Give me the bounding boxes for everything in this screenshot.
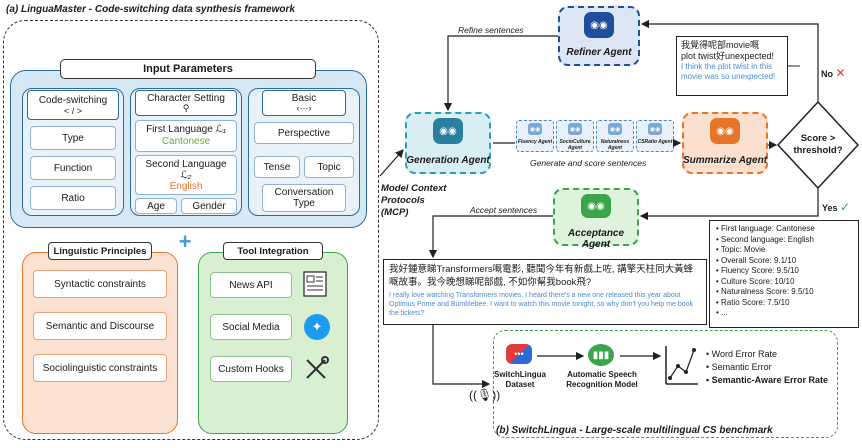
framework-title: (a) LinguaMaster - Code-switching data s… <box>6 4 295 15</box>
edge-label-no: No ✕ <box>821 66 846 80</box>
metric-item: • Semantic-Aware Error Rate <box>706 375 829 385</box>
principle-semantic: Semantic and Discourse <box>33 312 167 340</box>
tool-social-media: Social Media <box>210 314 292 340</box>
param-gender: Gender <box>181 198 237 214</box>
score-item: • Topic: Movie <box>716 245 766 254</box>
metric-item: • Word Error Rate <box>706 349 778 359</box>
dataset-chat-icon: ••• <box>506 344 532 364</box>
principle-sociolinguistic: Sociolinguistic constraints <box>33 354 167 382</box>
first-language-label: First Language <box>146 124 213 135</box>
score-summary-box: • First language: Cantonese • Second lan… <box>709 220 859 328</box>
code-switching-title: Code-switching <box>38 94 108 106</box>
ellipsis-icon: ‹···› <box>296 103 312 113</box>
first-language-value: Cantonese <box>161 136 211 147</box>
metrics-list: • Word Error Rate • Semantic Error • Sem… <box>706 348 828 387</box>
basic-header: Basic ‹···› <box>262 90 346 116</box>
first-language-card: First Language ℒ₁ Cantonese <box>135 120 237 152</box>
framework-panel <box>3 20 379 440</box>
second-language-card: Second Language ℒ₂ English <box>135 155 237 195</box>
metric-item: • Semantic Error <box>706 362 772 372</box>
robot-icon: ◉◉ <box>710 118 740 144</box>
cross-icon: ✕ <box>835 66 846 80</box>
benchmark-title: (b) SwitchLingua - Large-scale multiling… <box>496 425 773 436</box>
main-example-en: I really love watching Transformers movi… <box>389 292 694 317</box>
param-tense: Tense <box>254 156 300 178</box>
score-item: • ... <box>716 308 728 317</box>
code-icon: < / > <box>63 105 82 116</box>
code-switching-header: Code-switching < / > <box>27 90 119 120</box>
dataset-label: SwitchLingua Dataset <box>494 370 546 389</box>
score-item: • Culture Score: 10/10 <box>716 276 795 286</box>
tool-custom-hooks: Custom Hooks <box>210 356 292 382</box>
robot-icon: ◉◉ <box>581 194 611 218</box>
mcp-label: Model Context Protocols (MCP) <box>381 183 447 218</box>
param-function: Function <box>30 156 116 180</box>
basic-title: Basic <box>291 93 317 104</box>
param-age: Age <box>135 198 177 214</box>
main-example-zh: 我好鍾意睇Transformers嘅電影, 聽聞今年有新戲上咗, 講擎天柱同大黃… <box>389 264 694 288</box>
refine-example-zh-1: 我覺得呢部movie嘅 <box>681 40 760 50</box>
param-conversation-type: Conversation Type <box>262 184 346 212</box>
twitter-icon: ✦ <box>304 314 330 340</box>
second-language-symbol: ℒ₂ <box>180 169 192 181</box>
score-item: • Second language: English <box>716 234 814 244</box>
param-ratio: Ratio <box>30 186 116 210</box>
main-example-box: 我好鍾意睇Transformers嘅電影, 聽聞今年有新戲上咗, 講擎天柱同大黃… <box>383 259 707 325</box>
robot-icon: ◉◉ <box>608 123 622 135</box>
second-language-label: Second Language <box>145 158 227 170</box>
robot-icon: ◉◉ <box>584 12 614 38</box>
check-icon: ✓ <box>840 200 851 214</box>
refine-example-zh-2: plot twist好unexpected! <box>681 51 775 61</box>
score-item: • Fluency Score: 9.5/10 <box>716 266 799 275</box>
principle-syntactic: Syntactic constraints <box>33 270 167 298</box>
edge-label-yes: Yes ✓ <box>822 200 851 214</box>
acceptance-agent-label: Acceptance Agent <box>567 228 625 250</box>
param-type: Type <box>30 126 116 150</box>
second-language-value: English <box>169 180 203 192</box>
tool-integration-title: Tool Integration <box>223 242 323 260</box>
person-icon: ⚲ <box>182 103 190 113</box>
robot-icon: ◉◉ <box>648 123 662 135</box>
score-item: • Naturalness Score: 9.5/10 <box>716 287 814 296</box>
speaker-icon: ((🎙)) <box>469 388 501 402</box>
edge-label-accept: Accept sentences <box>470 205 538 215</box>
robot-icon: ◉◉ <box>528 123 542 135</box>
generation-agent-label: Generation Agent <box>406 155 490 166</box>
asr-model-label: Automatic Speech Recognition Model <box>566 370 638 389</box>
character-setting-header: Character Setting ⚲ <box>135 90 237 116</box>
asr-model-icon: ▮▮▮ <box>588 344 614 366</box>
score-item: • First language: Cantonese <box>716 224 815 233</box>
score-item: • Ratio Score: 7.5/10 <box>716 297 790 307</box>
input-parameters-title: Input Parameters <box>60 59 316 79</box>
refine-example-box: 我覺得呢部movie嘅 plot twist好unexpected! I thi… <box>676 36 788 96</box>
param-perspective: Perspective <box>254 122 354 144</box>
decision-label: Score > threshold? <box>793 133 843 156</box>
character-setting-title: Character Setting <box>147 93 225 104</box>
edge-label-refine: Refine sentences <box>458 25 524 35</box>
refiner-agent-label: Refiner Agent <box>566 47 632 58</box>
linguistic-principles-title: Linguistic Principles <box>48 242 152 260</box>
param-topic: Topic <box>304 156 354 178</box>
score-item: • Overall Score: 9.1/10 <box>716 255 797 265</box>
plus-icon: + <box>178 229 192 254</box>
robot-icon: ◉◉ <box>433 118 463 144</box>
benchmark-panel <box>493 330 838 438</box>
robot-icon: ◉◉ <box>568 123 582 135</box>
refine-example-en: I think the plot twist in this movie was… <box>681 62 776 81</box>
edge-label-generate: Generate and score sentences <box>530 158 647 168</box>
first-language-symbol: ℒ₁ <box>215 124 226 135</box>
tool-news-api: News API <box>210 272 292 298</box>
summarize-agent-label: Summarize Agent <box>682 155 768 166</box>
